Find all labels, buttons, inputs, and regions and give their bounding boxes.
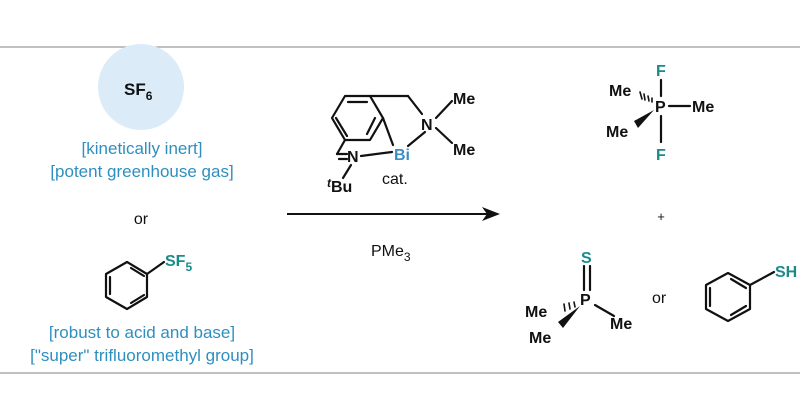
sh-label: SH [775, 264, 797, 281]
f-top: F [656, 63, 666, 80]
note-robust: [robust to acid and base] [49, 323, 235, 342]
or-right: or [652, 290, 667, 307]
plus-sign: + [657, 209, 665, 224]
reaction-arrow [287, 207, 500, 221]
me-left: Me [525, 304, 547, 321]
sf6-label: SF6 [124, 80, 153, 103]
note-greenhouse-gas: [potent greenhouse gas] [50, 162, 233, 181]
catalyst-me-top: Me [453, 91, 475, 108]
me-upper-left: Me [609, 83, 631, 100]
note-super-cf3: ["super" trifluoromethyl group] [30, 346, 254, 365]
me-right-2: Me [610, 316, 632, 333]
p-sulfide: P [580, 292, 591, 309]
catalyst-cat-label: cat. [382, 171, 408, 188]
s-phosphine-sulfide: S [581, 250, 592, 267]
catalyst-tbu: tBu [327, 176, 352, 196]
or-left: or [134, 211, 149, 228]
p-difluoro: P [655, 99, 666, 116]
f-bottom: F [656, 147, 666, 164]
me-lower-left: Me [606, 124, 628, 141]
catalyst-n-imine: N [347, 149, 359, 166]
thiophenol-structure [704, 270, 776, 323]
sf5-label: SF5 [165, 253, 192, 274]
catalyst-bismuth: Bi [394, 147, 410, 164]
reagent-pme3: PMe3 [371, 243, 411, 264]
pme3f2-structure [634, 78, 692, 144]
catalyst-n-amine: N [421, 117, 433, 134]
sf6-highlight-circle [98, 44, 184, 130]
bismuth-catalyst-structure [330, 94, 454, 180]
catalyst-me-bottom: Me [453, 142, 475, 159]
note-kinetically-inert: [kinetically inert] [82, 139, 203, 158]
sf5-benzene-structure [104, 260, 166, 311]
pme3s-structure [558, 264, 616, 328]
me-right: Me [692, 99, 714, 116]
me-bottom-left: Me [529, 330, 551, 347]
